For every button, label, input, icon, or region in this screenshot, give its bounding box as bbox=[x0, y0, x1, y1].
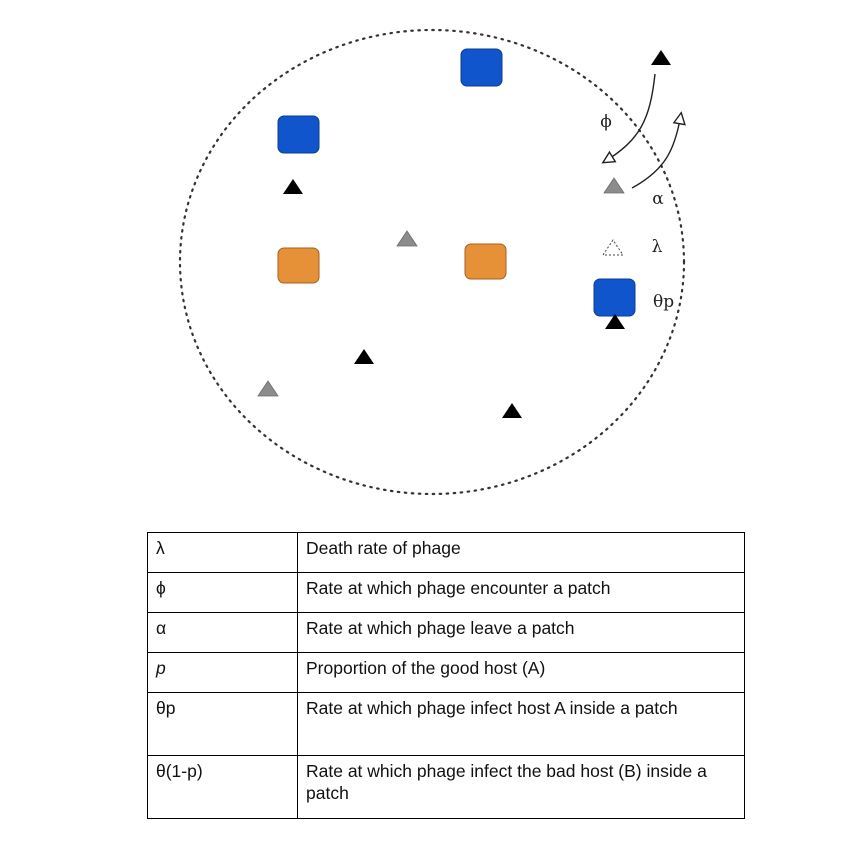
leave-arrow bbox=[631, 114, 681, 189]
parameter-symbol: α bbox=[147, 612, 298, 653]
lambda-label: λ bbox=[652, 237, 663, 257]
bad-host-b bbox=[464, 243, 507, 280]
alpha-label: α bbox=[652, 189, 664, 209]
parameter-symbol: θp bbox=[147, 692, 298, 756]
bad-host-b bbox=[277, 247, 320, 284]
phi-label: ϕ bbox=[600, 112, 612, 132]
parameter-symbol: p bbox=[147, 652, 298, 693]
phage-triangle bbox=[354, 349, 374, 364]
gray-phage-triangle bbox=[257, 380, 279, 397]
parameter-description: Rate at which phage infect host A inside… bbox=[297, 692, 745, 756]
encounter-arrow bbox=[604, 73, 656, 162]
theta-p-label: θp bbox=[653, 292, 674, 312]
dead-phage-triangle bbox=[602, 239, 624, 256]
parameter-description: Rate at which phage encounter a patch bbox=[297, 572, 745, 613]
gray-phage-triangle bbox=[603, 177, 625, 194]
parameter-description: Death rate of phage bbox=[297, 532, 745, 573]
good-host-a bbox=[593, 278, 636, 317]
infecting-phage-triangle bbox=[605, 314, 625, 329]
parameter-description: Proportion of the good host (A) bbox=[297, 652, 745, 693]
phage-triangle bbox=[651, 50, 671, 65]
phage-triangle bbox=[283, 179, 303, 194]
parameter-symbol: ϕ bbox=[147, 572, 298, 613]
parameter-symbol: λ bbox=[147, 532, 298, 573]
parameter-description: Rate at which phage infect the bad host … bbox=[297, 755, 745, 819]
patch-boundary bbox=[178, 28, 686, 496]
phage-triangle bbox=[502, 403, 522, 418]
good-host-a bbox=[277, 115, 320, 154]
table-row: θ(1-p)Rate at which phage infect the bad… bbox=[147, 755, 745, 819]
parameter-description: Rate at which phage leave a patch bbox=[297, 612, 745, 653]
parameter-symbol: θ(1-p) bbox=[147, 755, 298, 819]
good-host-a bbox=[460, 48, 503, 87]
gray-phage-triangle bbox=[396, 230, 418, 247]
phage-patch-diagram: ϕ α λ θp bbox=[178, 28, 867, 496]
